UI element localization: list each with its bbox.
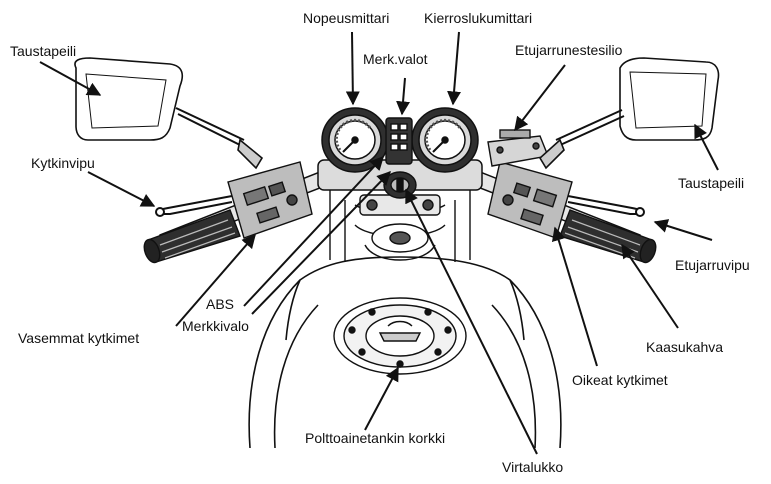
label-merkkivalo: Merkkivalo — [182, 318, 249, 334]
arrow-polttoainetankin-korkki — [365, 368, 398, 430]
label-abs: ABS — [206, 296, 234, 312]
label-taustapeili-left: Taustapeili — [10, 43, 76, 59]
right-grip — [560, 210, 659, 265]
arrow-etujarruvipu — [655, 222, 712, 240]
label-etujarruvipu: Etujarruvipu — [675, 257, 750, 273]
arrow-etujarrunestesilio — [515, 65, 565, 130]
left-grip — [141, 210, 240, 265]
label-taustapeili-right: Taustapeili — [678, 175, 744, 191]
arrow-kierroslukumittari — [453, 32, 459, 104]
arrow-nopeusmittari — [352, 32, 353, 104]
label-vasemmat-kytkimet: Vasemmat kytkimet — [18, 330, 139, 346]
label-virtalukko: Virtalukko — [502, 459, 563, 475]
label-kytkinvipu: Kytkinvipu — [31, 155, 95, 171]
label-oikeat-kytkimet: Oikeat kytkimet — [572, 372, 668, 388]
label-nopeusmittari: Nopeusmittari — [303, 10, 389, 26]
label-merkkivalot: Merk.valot — [363, 51, 428, 67]
label-etujarrunestesilio: Etujarrunestesilio — [515, 42, 622, 58]
tachometer — [412, 108, 478, 172]
right-switch-housing — [488, 162, 572, 238]
left-switch-housing — [228, 162, 312, 238]
ignition-switch — [384, 172, 416, 198]
arrow-oikeat-kytkimet — [555, 228, 597, 366]
fuel-cap — [334, 298, 466, 374]
arrow-merkkivalot — [402, 78, 405, 114]
label-kaasukahva: Kaasukahva — [646, 339, 723, 355]
brake-fluid-reservoir — [488, 130, 548, 166]
steering-head — [330, 190, 470, 262]
label-polttoainetankin-korkki: Polttoainetankin korkki — [305, 430, 445, 446]
left-mirror — [75, 58, 262, 168]
right-mirror — [540, 58, 719, 168]
arrow-kytkinvipu — [88, 172, 154, 206]
label-kierroslukumittari: Kierroslukumittari — [424, 10, 532, 26]
indicator-panel — [386, 118, 412, 164]
